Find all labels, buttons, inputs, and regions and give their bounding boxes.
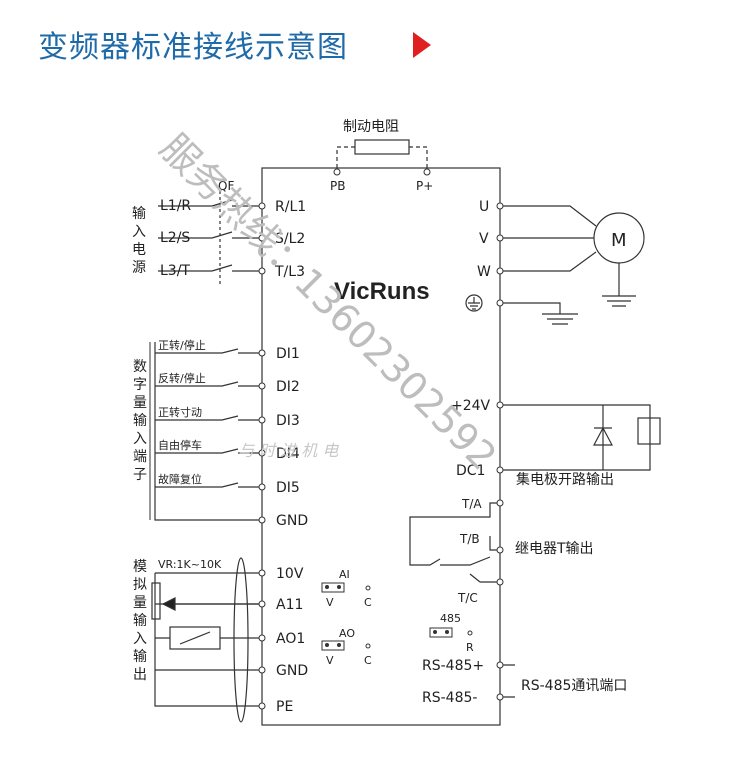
jumper-ao-v: V: [326, 654, 334, 667]
open-collector-label: 集电极开路输出: [516, 471, 614, 488]
brand-logo: VicRuns: [334, 278, 430, 305]
svg-text:输: 输: [133, 413, 147, 429]
jumper-ai-name: AI: [339, 568, 350, 581]
terminal-v: V: [479, 231, 489, 247]
terminal-10v: 10V: [276, 566, 304, 582]
svg-text:量: 量: [133, 395, 147, 411]
terminal-rs485-minus: RS-485-: [422, 690, 477, 706]
svg-text:输: 输: [132, 206, 146, 222]
terminal-t-l3: T/L3: [274, 264, 305, 280]
input-power-label: 输 入 电 源: [132, 206, 146, 276]
title-arrow-icon: [413, 32, 431, 58]
terminal-di4: DI4: [276, 446, 300, 462]
terminal-ao1: AO1: [276, 631, 305, 647]
svg-text:入: 入: [133, 631, 147, 647]
terminal-di2: DI2: [276, 379, 300, 395]
relay-output-label: 继电器T输出: [515, 541, 594, 557]
svg-text:电: 电: [132, 242, 146, 258]
svg-text:端: 端: [133, 449, 147, 465]
ground-icon: [465, 294, 483, 312]
brake-resistor: [354, 139, 410, 155]
terminal-p-plus: P+: [416, 179, 433, 193]
func-fault-reset: 故障复位: [158, 472, 202, 486]
pot-label: VR:1K~10K: [158, 558, 222, 571]
terminal-di1: DI1: [276, 346, 300, 362]
digital-input-label: 数 字 量 输 入 端 子: [133, 359, 147, 483]
phase-l3: L3/T: [160, 263, 190, 279]
rs485-port-label: RS-485通讯端口: [521, 678, 627, 694]
watermark-hotline: 服务热线：13602302592: [152, 125, 506, 479]
terminal-24v: +24V: [451, 398, 491, 414]
terminal-w: W: [477, 264, 491, 280]
terminal-dc1: DC1: [456, 463, 485, 479]
terminal-tc: T/C: [457, 591, 478, 605]
terminal-gnd-di: GND: [276, 513, 308, 529]
terminal-rs485-plus: RS-485+: [422, 658, 484, 674]
svg-text:出: 出: [133, 667, 147, 683]
jumper-ao-name: AO: [339, 627, 355, 640]
svg-text:入: 入: [132, 224, 146, 240]
func-forward-stop: 正转/停止: [158, 338, 206, 352]
terminal-ta: T/A: [461, 497, 482, 511]
potentiometer: [151, 582, 161, 620]
brake-resistor-label: 制动电阻: [343, 119, 399, 135]
terminal-u: U: [479, 199, 489, 215]
jumper-ai-v: V: [326, 596, 334, 609]
func-forward-jog: 正转寸动: [158, 405, 202, 419]
inverter-body: [261, 167, 501, 726]
terminal-di3: DI3: [276, 413, 300, 429]
terminal-r-l1: R/L1: [275, 199, 306, 215]
breaker-label: QF: [218, 179, 234, 193]
jumper-ai-c: C: [364, 596, 372, 609]
terminal-tb: T/B: [459, 532, 480, 546]
terminal-pe: PE: [276, 699, 293, 715]
jumper-485-name: 485: [440, 612, 461, 625]
terminal-pb: PB: [330, 179, 345, 193]
svg-text:数: 数: [133, 359, 147, 375]
terminal-a11: A11: [276, 597, 303, 613]
svg-text:子: 子: [133, 467, 147, 483]
terminal-di5: DI5: [276, 480, 300, 496]
terminal-gnd-analog: GND: [276, 663, 308, 679]
jumper-ao-c: C: [364, 654, 372, 667]
motor-label: M: [611, 230, 627, 251]
phase-l1: L1/R: [160, 198, 191, 214]
func-reverse-stop: 反转/停止: [158, 371, 206, 385]
watermark-company: 与 时 进 机 电: [238, 441, 339, 460]
svg-text:输: 输: [133, 649, 147, 665]
jumper-485-r: R: [466, 641, 474, 654]
svg-text:输: 输: [133, 613, 147, 629]
phase-l2: L2/S: [160, 230, 190, 246]
svg-text:模: 模: [133, 559, 147, 575]
analog-io-label: 模 拟 量 输 入 输 出: [133, 559, 147, 683]
svg-text:源: 源: [132, 260, 146, 276]
relay-coil: [637, 417, 661, 445]
page-title: 变频器标准接线示意图: [38, 30, 348, 65]
terminal-s-l2: S/L2: [275, 231, 305, 247]
func-free-stop: 自由停车: [158, 438, 202, 452]
svg-text:量: 量: [133, 595, 147, 611]
svg-text:字: 字: [133, 377, 147, 393]
svg-text:拟: 拟: [133, 577, 147, 593]
svg-text:入: 入: [133, 431, 147, 447]
